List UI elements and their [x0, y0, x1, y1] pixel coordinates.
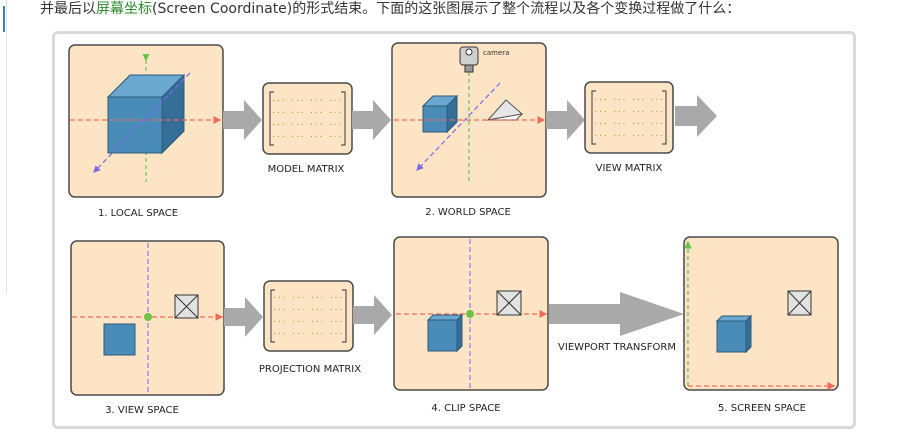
- view-matrix-box: ··· ··· ··· ··· ··· ··· ··· ··· ··· ··· …: [584, 81, 674, 154]
- matrix-row: ··· ··· ··· ···: [594, 132, 665, 140]
- projection-matrix-label: PROJECTION MATRIX: [259, 364, 361, 375]
- model-matrix-box: ··· ··· ··· ··· ··· ··· ··· ··· ··· ··· …: [262, 82, 353, 155]
- cube-icon: [426, 313, 464, 353]
- screen-coordinate-link[interactable]: 屏幕坐标: [96, 1, 152, 17]
- cube-icon: [715, 314, 753, 354]
- matrix-row: ··· ··· ··· ···: [272, 133, 343, 141]
- matrix-row: ··· ··· ··· ···: [273, 318, 344, 326]
- camera-label: camera: [483, 49, 509, 57]
- origin-dot: [144, 313, 152, 321]
- intro-sentence: 并最后以屏幕坐标(Screen Coordinate)的形式结束。下面的这张图展…: [40, 0, 740, 18]
- matrix-row: ··· ··· ··· ···: [273, 306, 344, 314]
- origin-dot: [466, 310, 474, 318]
- matrix-row: ··· ··· ··· ···: [594, 96, 665, 104]
- box-x-icon: [787, 290, 812, 316]
- arrow-right-icon: [675, 95, 717, 137]
- arrow-right-icon: [546, 100, 585, 140]
- pyramid-icon: [486, 99, 524, 121]
- view-space-panel: [70, 240, 225, 396]
- intro-suffix: (Screen Coordinate)的形式结束。下面的这张图展示了整个流程以及…: [152, 1, 741, 17]
- matrix-row: ··· ··· ··· ···: [272, 121, 343, 129]
- cube-icon: [106, 73, 186, 155]
- screen-space-label: 5. SCREEN SPACE: [718, 403, 806, 414]
- arrow-right-icon: [223, 100, 262, 140]
- arrow-right-icon: [353, 295, 392, 335]
- world-space-label: 2. WORLD SPACE: [425, 207, 511, 218]
- z-axis: [93, 72, 191, 173]
- box-x-icon: [174, 294, 199, 319]
- viewport-transform-label: VIEWPORT TRANSFORM: [558, 342, 676, 353]
- local-space-panel: [68, 44, 224, 198]
- clip-space-label: 4. CLIP SPACE: [431, 403, 500, 414]
- matrix-row: ··· ··· ··· ···: [594, 108, 665, 116]
- screen-space-panel: [683, 236, 839, 391]
- local-space-label: 1. LOCAL SPACE: [98, 208, 178, 219]
- view-matrix-label: VIEW MATRIX: [596, 163, 663, 174]
- cube-icon: [103, 323, 136, 356]
- matrix-row: ··· ··· ··· ···: [272, 97, 343, 105]
- arrow-right-icon: [224, 297, 263, 337]
- page-left-rule: [0, 0, 7, 294]
- viewport-arrow-icon: [549, 292, 684, 336]
- matrix-row: ··· ··· ··· ···: [594, 120, 665, 128]
- z-axis: [416, 82, 501, 171]
- box-x-icon: [496, 290, 522, 316]
- view-space-label: 3. VIEW SPACE: [105, 405, 179, 416]
- matrix-row: ··· ··· ··· ···: [273, 294, 344, 302]
- matrix-row: ··· ··· ··· ···: [273, 330, 344, 338]
- camera-icon: [459, 46, 479, 73]
- world-space-panel: camera: [391, 42, 547, 198]
- arrow-right-icon: [352, 100, 391, 140]
- model-matrix-label: MODEL MATRIX: [268, 164, 345, 175]
- intro-prefix: 并最后以: [40, 1, 96, 17]
- projection-matrix-box: ··· ··· ··· ··· ··· ··· ··· ··· ··· ··· …: [263, 280, 354, 352]
- matrix-row: ··· ··· ··· ···: [272, 109, 343, 117]
- clip-space-panel: [393, 236, 549, 391]
- small-cube-icon: [421, 94, 459, 134]
- blockquote-accent: [3, 6, 5, 32]
